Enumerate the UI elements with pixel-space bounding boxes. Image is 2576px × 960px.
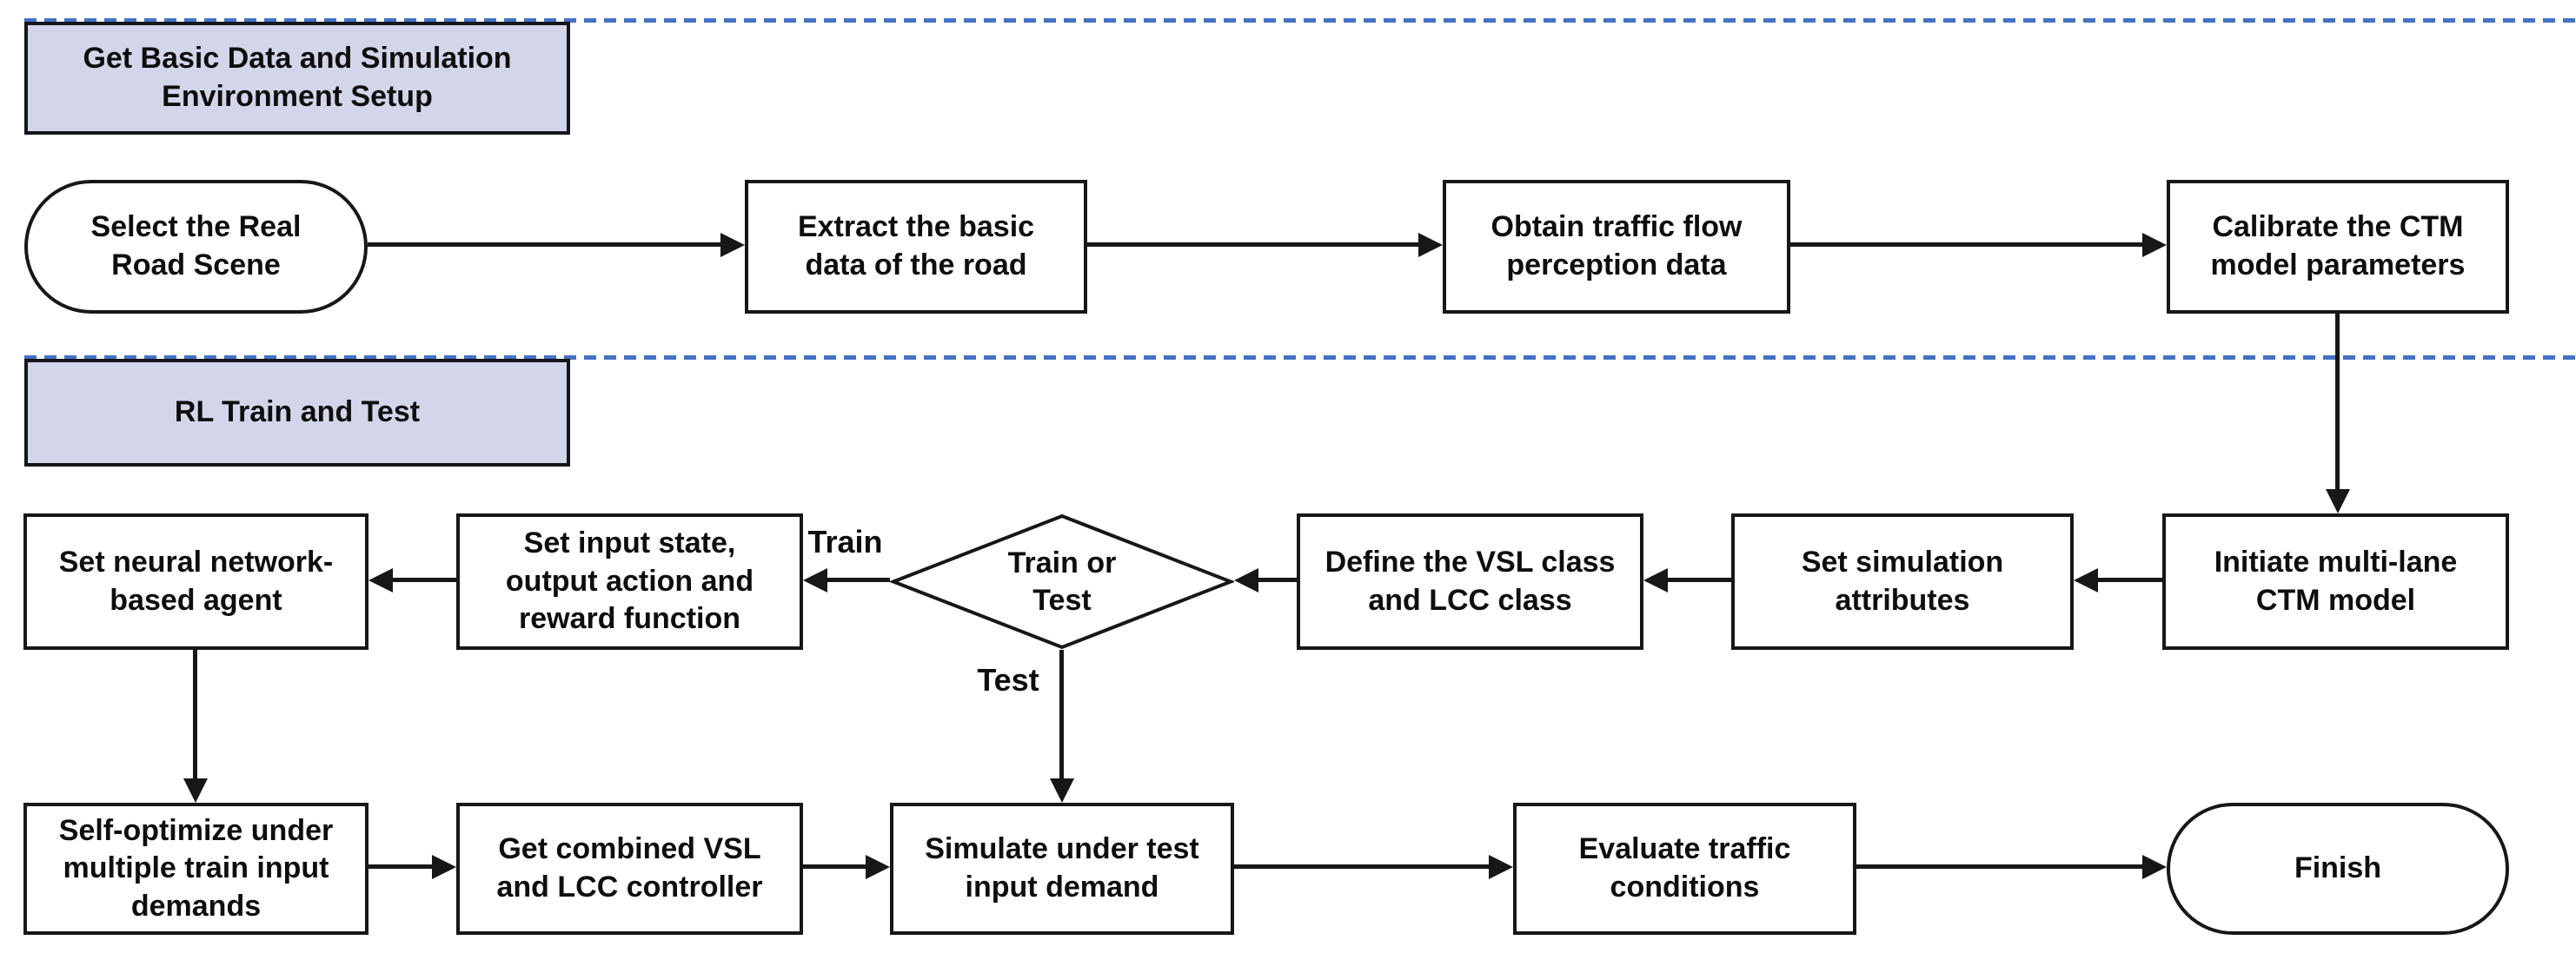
node-simulate-test-input-demand: Simulate under test input demand <box>890 803 1234 935</box>
arrowhead-right-icon <box>2142 233 2167 257</box>
arrow-line <box>391 578 456 582</box>
arrowhead-down-icon <box>1050 778 1074 803</box>
arrowhead-right-icon <box>432 855 456 879</box>
arrowhead-down-icon <box>2326 489 2350 513</box>
arrowhead-left-icon <box>1234 568 1258 593</box>
section-label-rl-train-and-test: RL Train and Test <box>24 359 570 467</box>
section-label-basic-data-setup: Get Basic Data and Simulation Environmen… <box>24 22 570 135</box>
arrow-line <box>1234 864 1492 869</box>
arrow-line <box>1087 242 1422 247</box>
arrow-line <box>1856 864 2146 869</box>
arrow-line <box>1257 578 1297 582</box>
node-obtain-traffic-flow-data: Obtain traffic flow perception data <box>1443 180 1790 314</box>
arrowhead-down-icon <box>183 778 208 803</box>
node-calibrate-ctm-parameters: Calibrate the CTM model parameters <box>2167 180 2509 314</box>
arrow-line <box>1666 578 1731 582</box>
arrowhead-left-icon <box>368 568 393 593</box>
arrowhead-right-icon <box>1489 855 1513 879</box>
decision-diamond-shape <box>890 513 1234 650</box>
arrowhead-right-icon <box>866 855 890 879</box>
node-get-combined-vsl-lcc-controller: Get combined VSL and LCC controller <box>456 803 803 935</box>
arrow-line <box>2335 314 2340 493</box>
node-set-simulation-attributes: Set simulation attributes <box>1731 513 2074 650</box>
node-define-vsl-lcc-class: Define the VSL class and LCC class <box>1297 513 1643 650</box>
arrowhead-left-icon <box>803 568 827 593</box>
node-set-neural-network-agent: Set neural network- based agent <box>23 513 368 650</box>
arrowhead-left-icon <box>1643 568 1668 593</box>
decision-train-or-test: Train or Test <box>890 513 1234 650</box>
decision-train-or-test-label: Train or Test <box>1007 546 1117 617</box>
arrowhead-right-icon <box>2142 855 2167 879</box>
arrow-line <box>368 242 724 247</box>
node-select-real-road-scene: Select the Real Road Scene <box>24 180 368 314</box>
arrow-line <box>368 864 435 869</box>
arrowhead-left-icon <box>2074 568 2098 593</box>
node-extract-basic-data: Extract the basic data of the road <box>745 180 1087 314</box>
arrowhead-right-icon <box>1418 233 1443 257</box>
arrow-line <box>2096 578 2162 582</box>
node-set-input-state-action-reward: Set input state, output action and rewar… <box>456 513 803 650</box>
arrow-line <box>193 650 197 782</box>
arrowhead-right-icon <box>720 233 745 257</box>
arrow-line <box>803 864 869 869</box>
edge-label-train: Train <box>807 524 883 559</box>
section-divider-dashed-line-1 <box>24 18 2576 23</box>
node-self-optimize-train-demands: Self-optimize under multiple train input… <box>23 803 368 935</box>
edge-label-test: Test <box>977 662 1039 698</box>
node-initiate-multilane-ctm: Initiate multi-lane CTM model <box>2162 513 2509 650</box>
node-evaluate-traffic-conditions: Evaluate traffic conditions <box>1513 803 1856 935</box>
arrow-line <box>826 578 890 582</box>
section-divider-dashed-line-2 <box>24 355 2576 360</box>
node-finish: Finish <box>2167 803 2509 935</box>
arrow-line <box>1790 242 2146 247</box>
arrow-line <box>1059 650 1064 782</box>
